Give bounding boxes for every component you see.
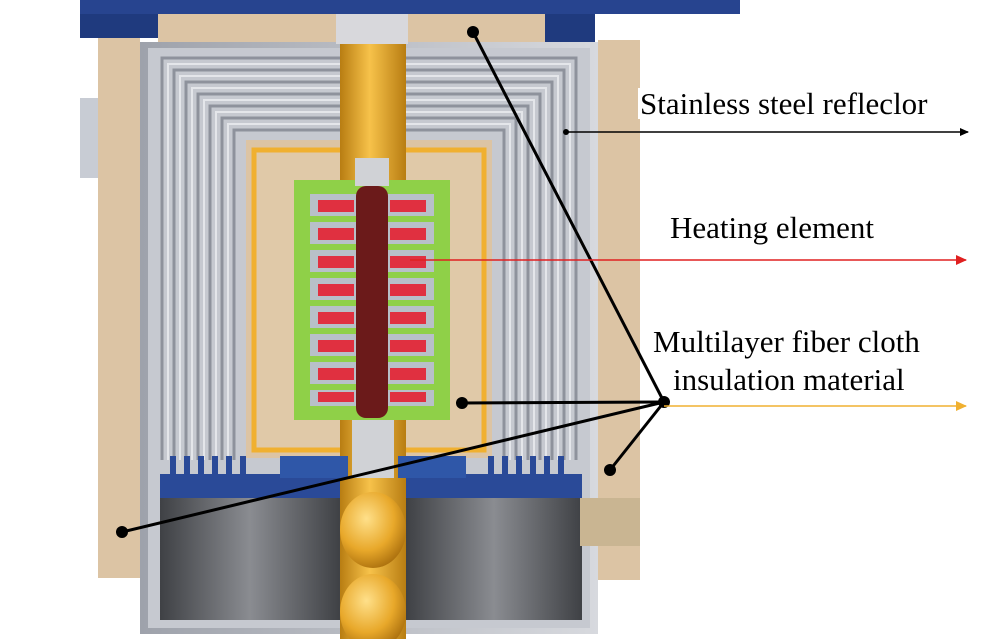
marker-top [467, 26, 479, 38]
label-fiber-cloth-line2: insulation material [671, 362, 907, 397]
label-stainless-steel-reflector: Stainless steel refleclor [638, 86, 930, 121]
leader-lines [121, 31, 666, 534]
base-block-right [406, 498, 582, 620]
side-bracket [80, 98, 98, 178]
rod-cap [336, 14, 408, 44]
top-flange [80, 0, 740, 14]
outer-insulation-right [598, 40, 640, 580]
outer-insulation-left [98, 38, 140, 578]
top-flange-left-lip [80, 14, 160, 38]
base-plate-collar-right [398, 456, 466, 478]
reflector-arrow-dot [563, 129, 569, 135]
marker-junction [658, 396, 670, 408]
heating-coils [318, 200, 426, 402]
base-block-left [160, 498, 340, 620]
heater-core [356, 186, 388, 418]
marker-inner [456, 397, 468, 409]
rod-bulb-lower [340, 574, 406, 644]
heater-top-cap [355, 158, 389, 186]
marker-left [116, 526, 128, 538]
rod-bulb-upper [340, 492, 406, 568]
base-plate-collar-left [280, 456, 348, 478]
label-heating-element: Heating element [668, 210, 876, 245]
label-fiber-cloth-line1: Multilayer fiber cloth [651, 324, 922, 359]
top-flange-right-lip [545, 14, 595, 42]
marker-right [604, 464, 616, 476]
base-fins [170, 456, 564, 474]
side-port [580, 498, 640, 546]
